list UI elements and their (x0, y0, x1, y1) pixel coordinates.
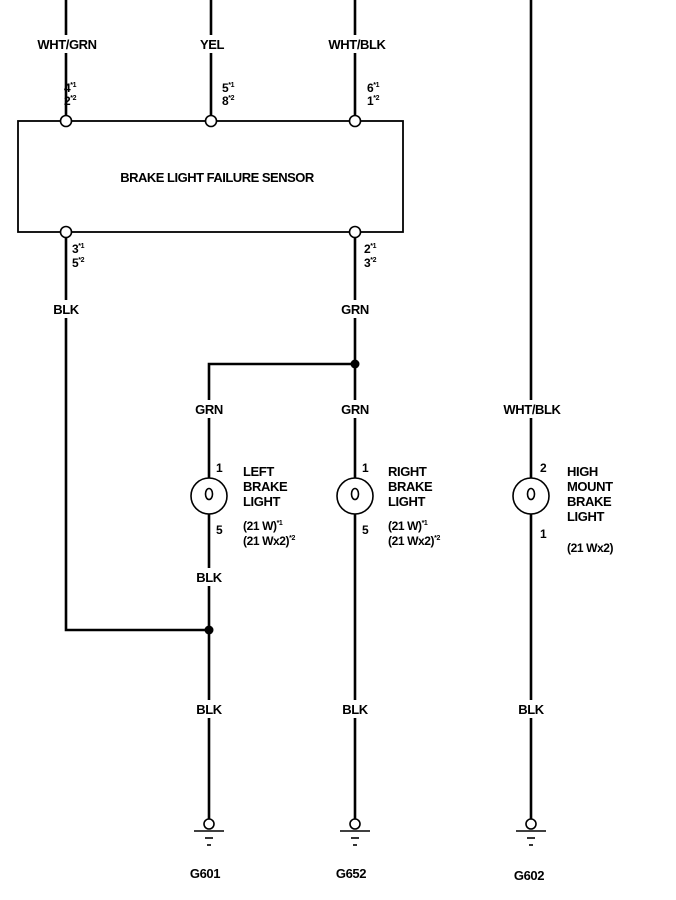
ground-terminal-icon (203, 818, 215, 830)
pin-label: 1 (362, 461, 369, 475)
wire-grn-branch-left (207, 362, 357, 480)
light-label-high: HIGH MOUNT BRAKE LIGHT (567, 464, 616, 524)
pin-label: 1 (216, 461, 223, 475)
output-blk-labels: 3*1 5*2 BLK (48, 242, 85, 318)
light-label-right: RIGHT BRAKE LIGHT (388, 464, 435, 509)
pin-label: 2*1 (364, 242, 377, 256)
pin-label: 5 (216, 523, 223, 537)
light-spec-high: (21 Wx2) (567, 541, 614, 555)
pin-label: 4*1 (64, 81, 77, 95)
splice-blk (204, 625, 214, 635)
right-brake-light: GRN 1 5 RIGHT BRAKE LIGHT (21 W)*1 (21 W… (336, 400, 441, 548)
input-wht-blk-labels: WHT/BLK 6*1 1*2 (323, 35, 391, 108)
ground-name: G652 (336, 866, 366, 881)
pin-label: 5*1 (222, 81, 235, 95)
bulb-icon (336, 477, 374, 515)
high-mount-brake-light: WHT/BLK 2 1 HIGH MOUNT BRAKE LIGHT (21 W… (497, 400, 616, 555)
light-spec-left: (21 W)*1 (243, 519, 283, 533)
wire-label-blk: BLK (196, 702, 223, 717)
pin-label: 3*1 (72, 242, 85, 256)
bulb-filament (204, 487, 214, 501)
wire-label-blk: BLK (342, 702, 369, 717)
left-brake-light: GRN 1 5 LEFT BRAKE LIGHT (21 W)*1 (21 Wx… (190, 400, 296, 586)
ground-g601: G601 (190, 818, 224, 881)
wire-label-wht-blk: WHT/BLK (328, 37, 386, 52)
bulb-filament (350, 487, 360, 501)
wire-label-grn: GRN (341, 302, 369, 317)
wire-label-wht-blk: WHT/BLK (503, 402, 561, 417)
ground-terminal-icon (349, 818, 361, 830)
light-spec-left: (21 Wx2)*2 (243, 534, 295, 548)
sensor-terminal-grn (348, 225, 362, 239)
pin-label: 2*2 (64, 94, 77, 108)
wire-label-yel: YEL (200, 37, 225, 52)
input-wht-grn-labels: WHT/GRN 4*1 2*2 (32, 35, 102, 108)
pin-label: 3*2 (364, 256, 377, 270)
light-label-left: LEFT BRAKE LIGHT (243, 464, 290, 509)
sensor-terminal-wht-grn (59, 114, 73, 128)
wires (64, 0, 533, 822)
pin-label: 1 (540, 527, 547, 541)
pin-label: 2 (540, 461, 547, 475)
bulb-icon (512, 477, 550, 515)
ground-name: G602 (514, 868, 544, 883)
pin-label: 6*1 (367, 81, 380, 95)
bulb-filament (526, 487, 536, 501)
pin-label: 5*2 (72, 256, 85, 270)
splice-grn (350, 359, 360, 369)
wire-label-grn: GRN (195, 402, 223, 417)
pin-label: 8*2 (222, 94, 235, 108)
sensor-terminal-yel (204, 114, 218, 128)
ground-g652: G652 (336, 818, 370, 881)
sensor-name: BRAKE LIGHT FAILURE SENSOR (120, 170, 315, 185)
sensor-terminal-blk (59, 225, 73, 239)
wire-label-wht-grn: WHT/GRN (37, 37, 96, 52)
wire-label-blk: BLK (518, 702, 545, 717)
wire-label-blk: BLK (196, 570, 223, 585)
wire-blk-sensor-output (64, 230, 211, 632)
ground-g602: G602 (514, 818, 546, 883)
sensor-terminal-wht-blk (348, 114, 362, 128)
wire-label-grn: GRN (341, 402, 369, 417)
wire-label-blk: BLK (53, 302, 80, 317)
light-spec-right: (21 Wx2)*2 (388, 534, 440, 548)
output-grn-labels: 2*1 3*2 GRN (336, 242, 377, 318)
light-spec-right: (21 W)*1 (388, 519, 428, 533)
bulb-icon (190, 477, 228, 515)
ground-terminal-icon (525, 818, 537, 830)
pin-label: 5 (362, 523, 369, 537)
ground-name: G601 (190, 866, 220, 881)
input-yel-labels: YEL 5*1 8*2 (196, 35, 235, 108)
pin-label: 1*2 (367, 94, 380, 108)
